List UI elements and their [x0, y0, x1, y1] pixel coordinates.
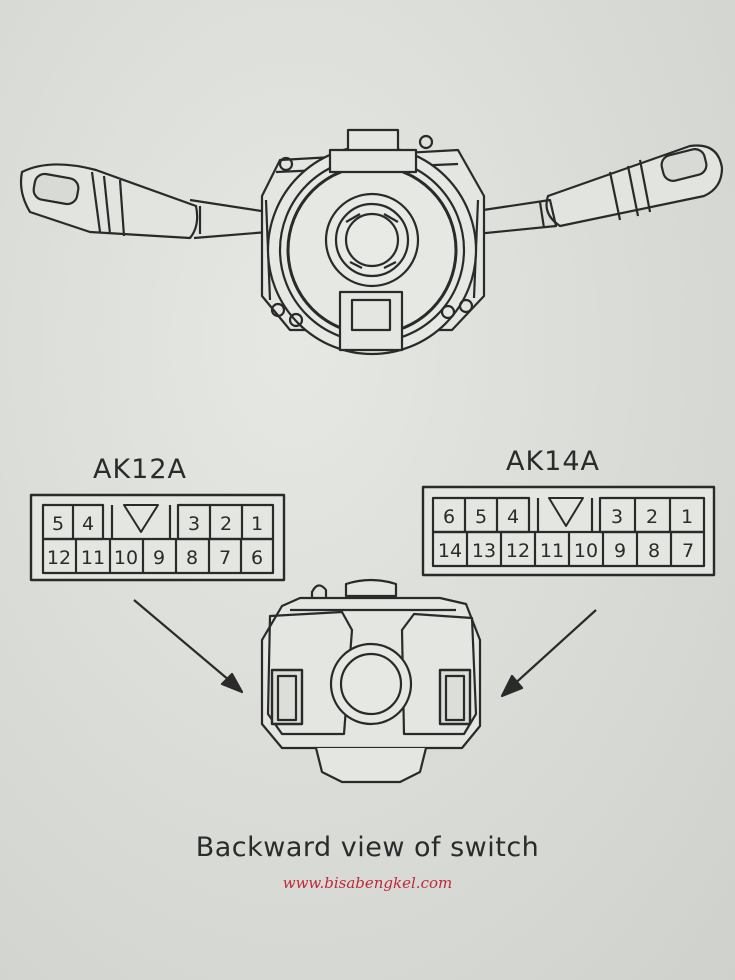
- pin-label: 2: [220, 513, 232, 535]
- pin-label: 4: [82, 513, 94, 535]
- pin-label: 2: [646, 506, 658, 528]
- pin-label: 7: [219, 547, 231, 569]
- pin-label: 8: [648, 540, 660, 562]
- watermark: www.bisabengkel.com: [282, 874, 453, 892]
- pin-label: 12: [506, 540, 530, 562]
- arrow-right: [500, 609, 597, 698]
- connector-ak12a-pins: 5 4 3 2 1 12 11 10 9 8 7 6: [47, 513, 263, 569]
- pin-label: 10: [114, 547, 138, 569]
- pin-label: 12: [47, 547, 71, 569]
- pin-label: 13: [472, 540, 496, 562]
- pin-label: 4: [507, 506, 519, 528]
- pin-label: 9: [153, 547, 165, 569]
- pin-label: 6: [251, 547, 263, 569]
- pin-label: 5: [475, 506, 487, 528]
- switch-backward-view: [260, 578, 482, 784]
- pin-label: 11: [540, 540, 564, 562]
- pin-label: 10: [574, 540, 598, 562]
- connector-ak12a-label: AK12A: [93, 454, 188, 485]
- pin-label: 9: [614, 540, 626, 562]
- connector-ak12a-frame: [29, 493, 286, 582]
- connector-ak14a-pins: 6 5 4 3 2 1 14 13 12 11 10 9 8 7: [438, 506, 694, 562]
- left-stalk: [19, 163, 270, 240]
- pin-label: 8: [186, 547, 198, 569]
- connector-ak14a-frame: [421, 485, 716, 577]
- arrow-left: [133, 599, 244, 694]
- pin-label: 7: [682, 540, 694, 562]
- pin-label: 1: [251, 513, 263, 535]
- pin-label: 1: [681, 506, 693, 528]
- combination-switch-top-view: [19, 128, 724, 356]
- figure-caption: Backward view of switch: [195, 832, 540, 863]
- connector-ak14a-label: AK14A: [506, 446, 601, 477]
- pin-label: 3: [611, 506, 623, 528]
- pin-label: 11: [81, 547, 105, 569]
- pin-label: 3: [188, 513, 200, 535]
- pin-label: 6: [443, 506, 455, 528]
- pin-label: 5: [52, 513, 64, 535]
- right-stalk: [469, 144, 724, 236]
- pin-label: 14: [438, 540, 462, 562]
- switch-body: [260, 128, 486, 356]
